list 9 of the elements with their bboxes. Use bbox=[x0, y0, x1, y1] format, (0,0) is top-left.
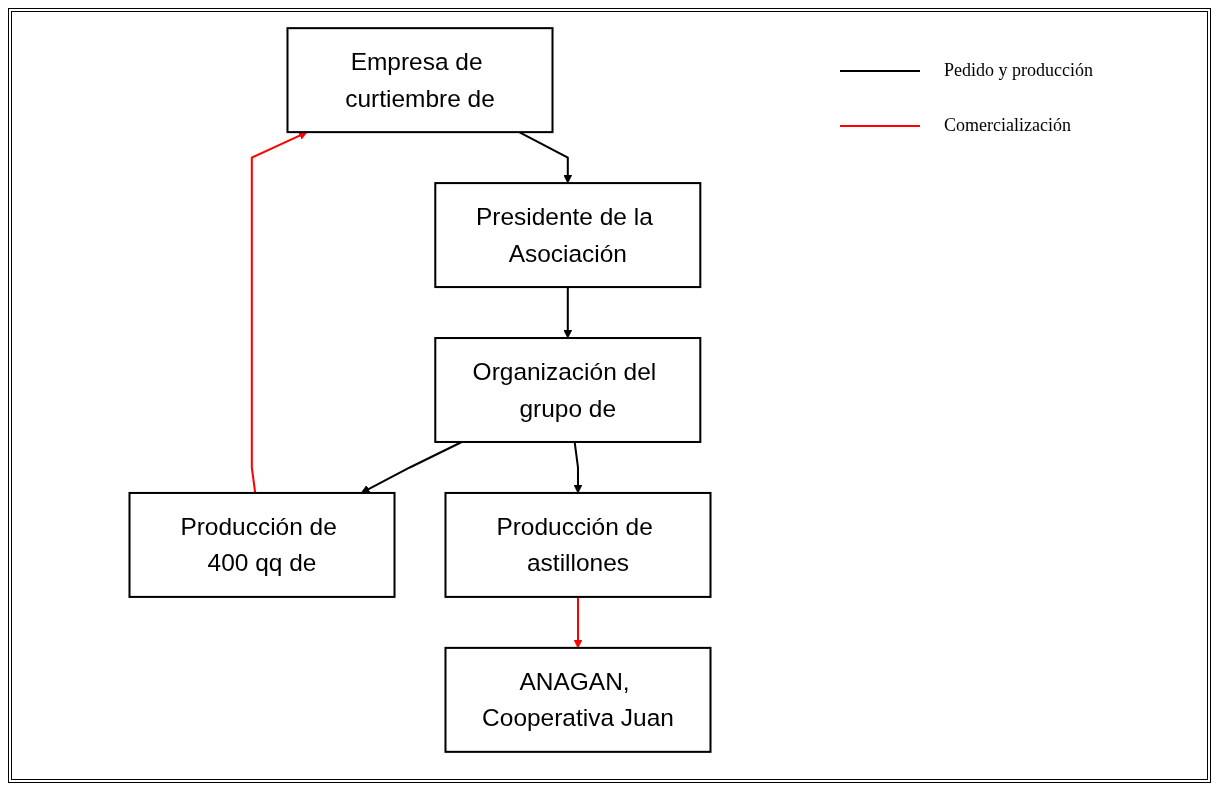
process-box: Producción de astillones bbox=[444, 491, 712, 598]
process-box: Producción de 400 qq de bbox=[128, 491, 396, 598]
legend-text: Pedido y producción bbox=[944, 60, 1093, 81]
process-box: Presidente de la Asociación bbox=[434, 182, 702, 289]
process-box: Organización del grupo de bbox=[434, 337, 702, 443]
legend-text: Comercialización bbox=[944, 115, 1071, 136]
process-box: Empresa de curtiembre de bbox=[286, 27, 554, 134]
arrow bbox=[563, 287, 573, 339]
process-box: ANAGAN, Cooperativa Juan bbox=[444, 646, 712, 753]
